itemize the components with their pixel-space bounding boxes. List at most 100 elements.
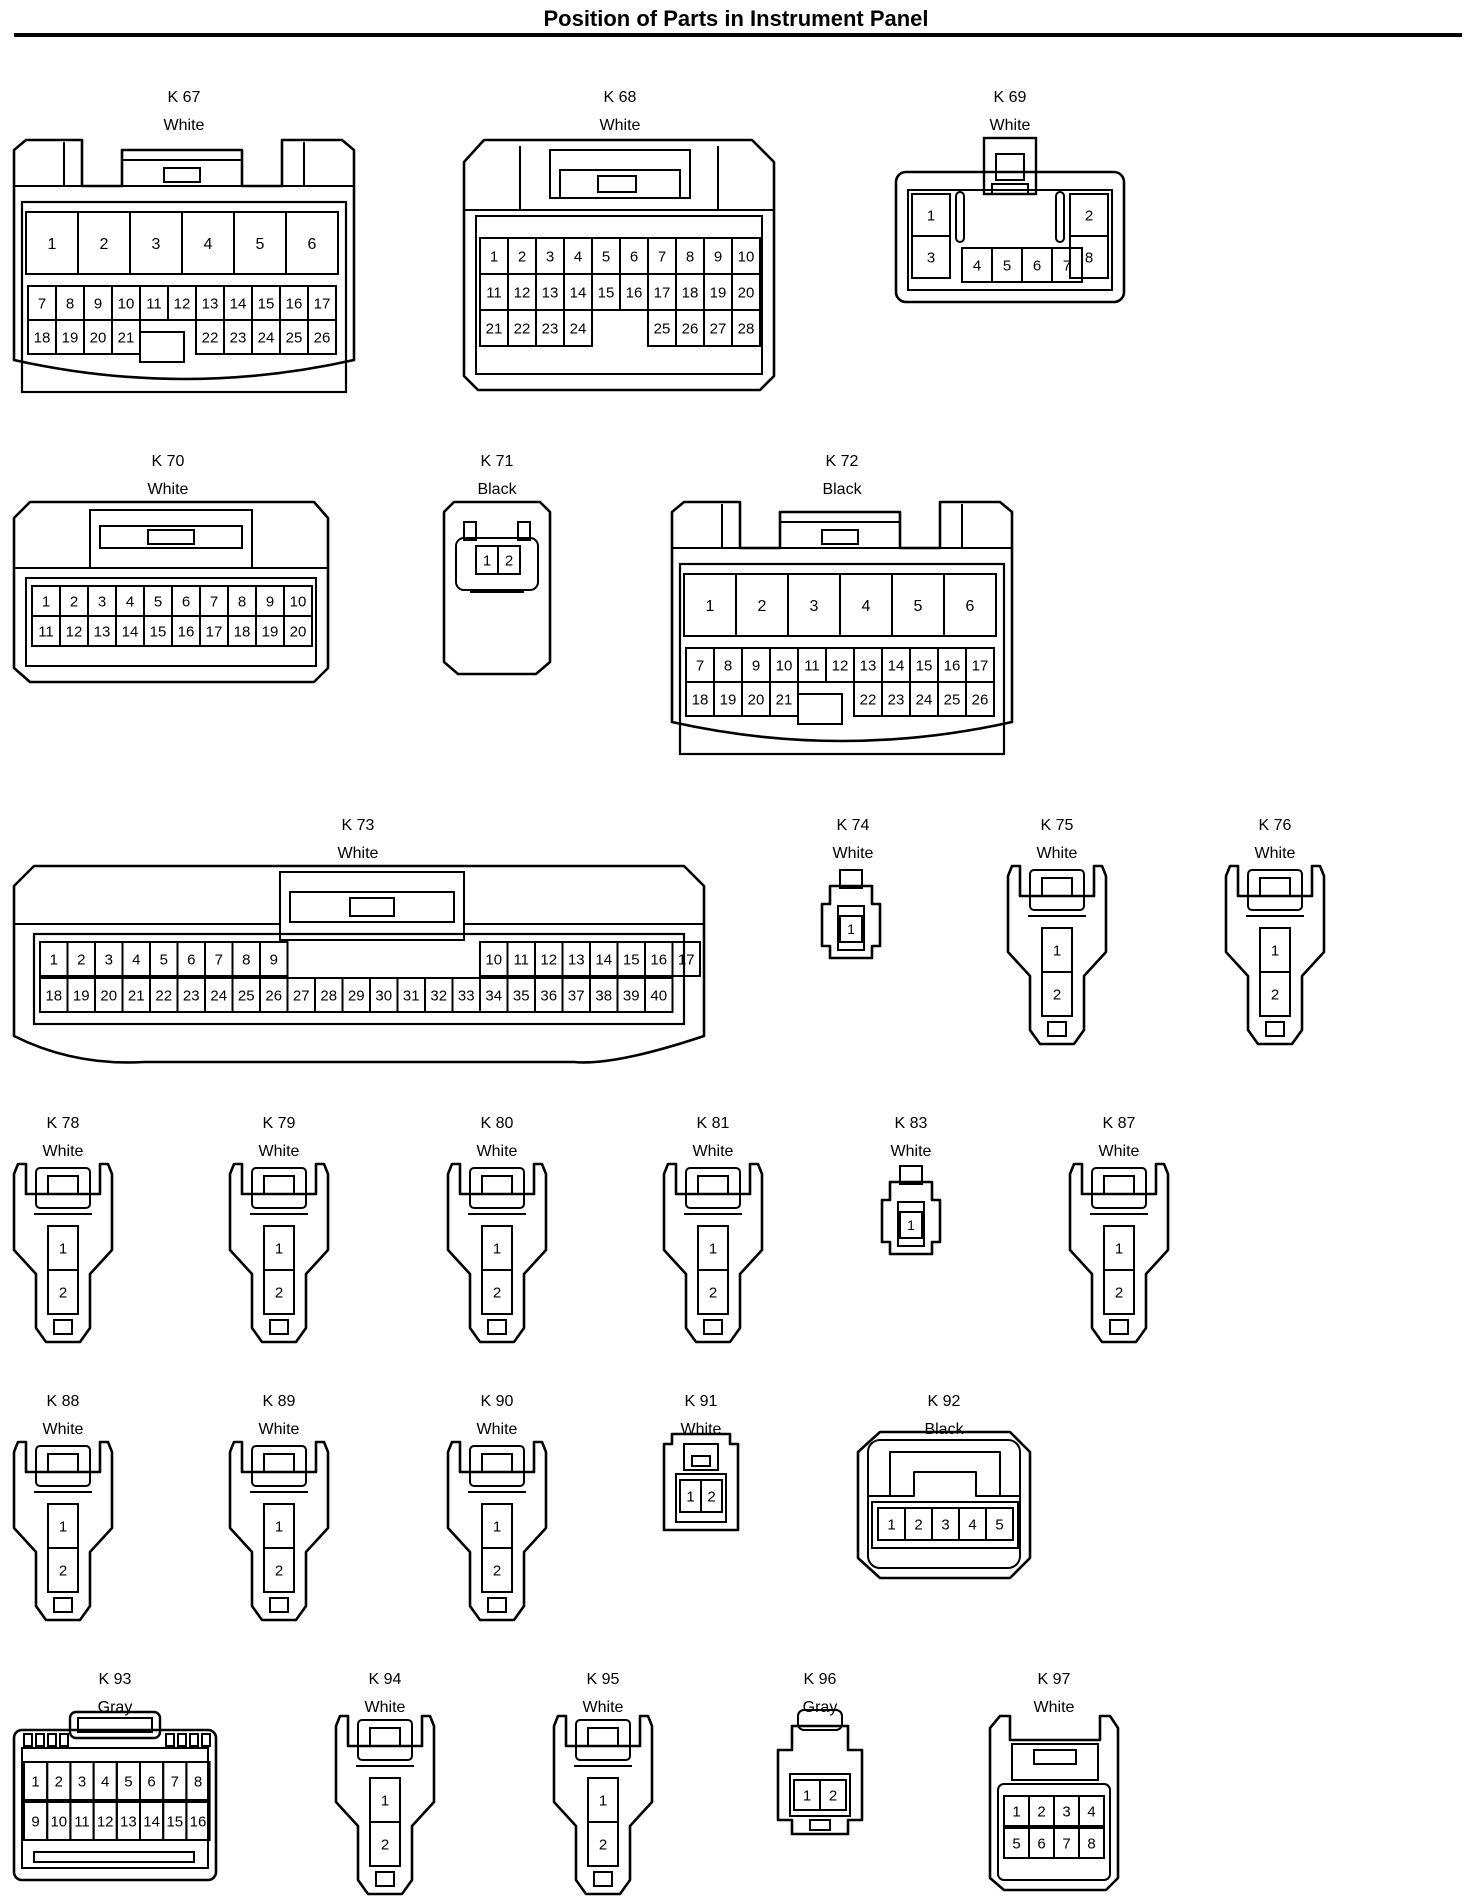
pin-cavity: 12 [507, 273, 537, 311]
pin-number: 21 [118, 329, 135, 346]
connector-color: White [990, 117, 1031, 134]
pin-cavity: 11 [69, 1801, 95, 1841]
pin-cavity: 1 [479, 237, 509, 275]
pin-number: 7 [1062, 1835, 1070, 1852]
pin-number: 8 [238, 593, 246, 610]
pin-cavity: 4 [839, 573, 893, 637]
pin-number: 21 [128, 987, 145, 1004]
pin-number: 1 [50, 951, 58, 968]
pin-number: 1 [275, 1518, 283, 1535]
pin-number: 3 [98, 593, 106, 610]
pin-number: 16 [178, 623, 195, 640]
pin-number: 3 [78, 1773, 86, 1790]
pin-number: 9 [270, 951, 278, 968]
pin-number: 12 [97, 1813, 114, 1830]
connector-color: White [477, 1421, 518, 1438]
pin-cavity: 9 [741, 647, 771, 683]
pin-cavity: 23 [176, 977, 206, 1013]
pin-cavity: 8 [675, 237, 705, 275]
pin-cavity: 20 [94, 977, 124, 1013]
connector-code: K 76 [1259, 817, 1292, 834]
pin-cavity: 21 [111, 319, 141, 355]
pin-number: 15 [166, 1813, 183, 1830]
pin-cavity: 2 [66, 941, 96, 977]
pin-number: 3 [1062, 1803, 1070, 1820]
connector-code: K 74 [837, 817, 870, 834]
pin-cavity: 15 [909, 647, 939, 683]
pin-number: 28 [320, 987, 337, 1004]
pin-cavity: 4 [121, 941, 151, 977]
pin-number: 2 [914, 1516, 922, 1533]
pin-number: 13 [860, 657, 877, 674]
pin-cavity: 2 [1259, 971, 1291, 1017]
pin-number: 15 [150, 623, 167, 640]
connector-code: K 83 [895, 1115, 928, 1132]
pin-cavity: 1 [263, 1503, 295, 1549]
pin-cavity: 23 [881, 681, 911, 717]
pin-number: 24 [570, 320, 587, 337]
pin-number: 2 [275, 1562, 283, 1579]
connector-color: White [1099, 1143, 1140, 1160]
connector-code: K 90 [481, 1393, 514, 1410]
pin-cavity: 6 [619, 237, 649, 275]
pin-number: 36 [540, 987, 557, 1004]
pin-cavity: 17 [965, 647, 995, 683]
pin-number: 14 [230, 295, 247, 312]
connector-code: K 81 [697, 1115, 730, 1132]
pin-cavity: 1 [481, 1503, 513, 1549]
pin-cavity: 16 [619, 273, 649, 311]
connector-color: White [259, 1143, 300, 1160]
pin-number: 16 [650, 951, 667, 968]
pin-number: 4 [574, 248, 582, 265]
connector-code: K 94 [369, 1671, 402, 1688]
pin-cavity: 9 [255, 585, 285, 617]
connector-code: K 80 [481, 1115, 514, 1132]
pin-cavity: 30 [369, 977, 399, 1013]
pin-number: 2 [100, 236, 109, 253]
pin-cavity: 36 [534, 977, 564, 1013]
pin-number: 6 [966, 598, 975, 615]
pin-number: 35 [513, 987, 530, 1004]
pin-number: 29 [348, 987, 365, 1004]
pin-number: 11 [804, 657, 820, 674]
pin-cavity: 1 [475, 545, 499, 575]
pin-number: 1 [907, 1217, 915, 1233]
pin-cavity: 2 [735, 573, 789, 637]
pin-number: 2 [505, 552, 513, 569]
connector-code: K 89 [263, 1393, 296, 1410]
pin-cavity: 18 [227, 615, 257, 647]
pin-cavity: 7 [647, 237, 677, 275]
pin-cavity: 1 [683, 573, 737, 637]
pin-cavity: 16 [644, 941, 674, 977]
pin-cavity: 10 [283, 585, 313, 617]
pin-number: 40 [650, 987, 667, 1004]
pin-cavity: 9 [259, 941, 289, 977]
pin-cavity: 7 [162, 1761, 188, 1801]
pin-cavity: 17 [671, 941, 701, 977]
pin-cavity: 2 [700, 1479, 723, 1513]
connector-code: K 73 [342, 817, 375, 834]
pin-cavity: 19 [703, 273, 733, 311]
pin-number: 8 [1087, 1835, 1095, 1852]
title-rule [14, 33, 1462, 37]
pin-number: 3 [546, 248, 554, 265]
pin-number: 6 [1037, 1835, 1045, 1852]
pin-cavity: 18 [675, 273, 705, 311]
pin-cavity: 1 [39, 941, 69, 977]
pin-number: 15 [598, 284, 615, 301]
pin-number: 4 [126, 593, 134, 610]
pin-cavity: 15 [251, 285, 281, 321]
pin-number: 19 [262, 623, 279, 640]
pin-cavity: 7 [27, 285, 57, 321]
pin-number: 1 [599, 1792, 607, 1809]
pin-number: 8 [66, 295, 74, 312]
pin-cavity: 13 [115, 1801, 142, 1841]
connector-color: White [681, 1421, 722, 1438]
